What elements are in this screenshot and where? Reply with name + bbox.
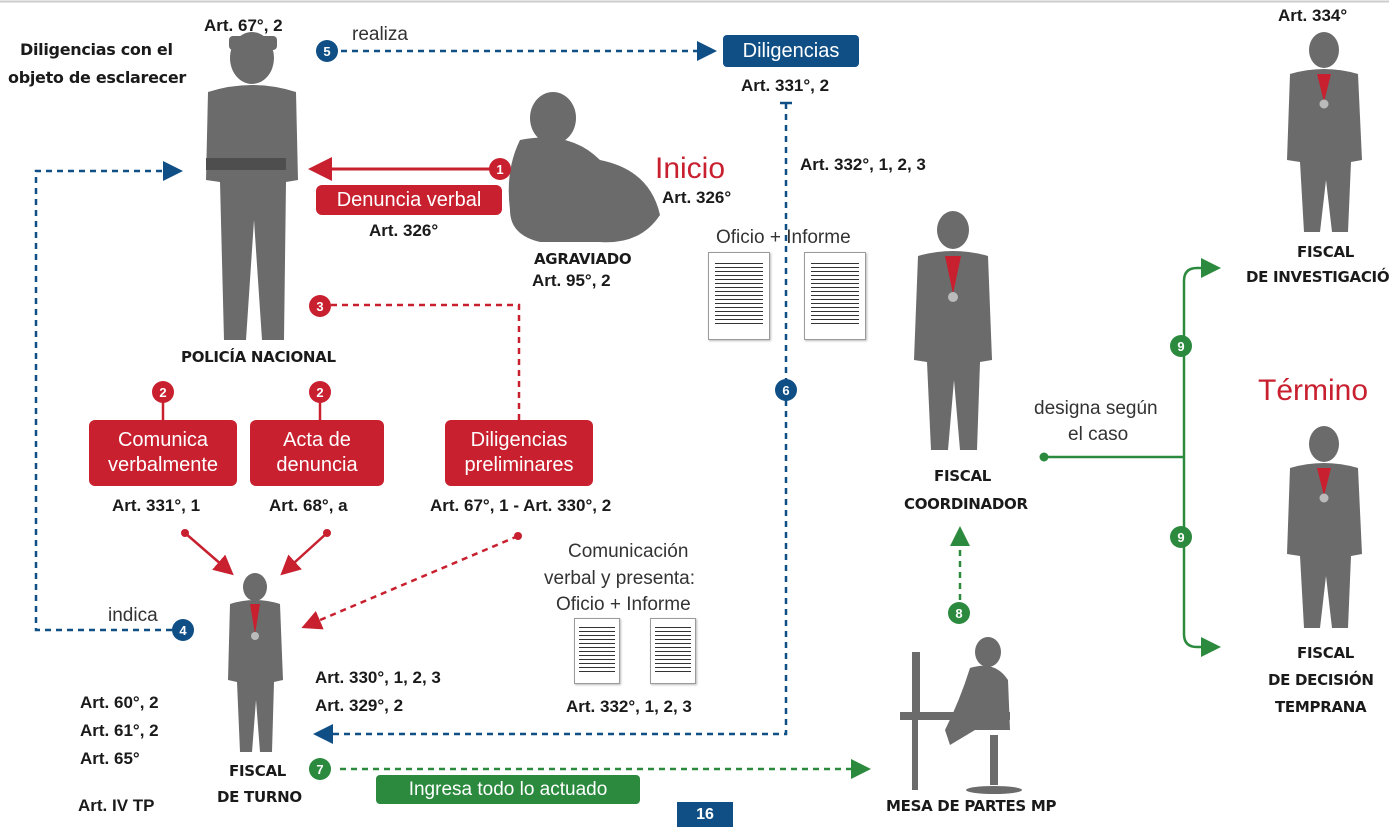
step-3-line-2: preliminares [464, 454, 574, 476]
communication-article: Art. 332°, 1, 2, 3 [566, 697, 692, 716]
step-2a-badge: 2 [152, 381, 174, 403]
step-9-badge-upper: 9 [1170, 335, 1192, 357]
oficio-document-icon [708, 252, 770, 340]
fiscal-turno-label-1: FISCAL [229, 762, 287, 780]
arrow-2a-to-fiscal [184, 532, 234, 576]
police-label: POLICÍA NACIONAL [181, 348, 336, 366]
mesa-partes-label: MESA DE PARTES MP [886, 797, 1057, 815]
oficio-document-icon-2 [574, 618, 620, 684]
fiscal-decision-label-1: FISCAL [1297, 644, 1355, 662]
step-2b-badge: 2 [309, 381, 331, 403]
arrow-3-to-fiscal [301, 534, 519, 630]
step-6-badge: 6 [775, 379, 797, 401]
victim-label: AGRAVIADO [534, 250, 632, 268]
comunica-verbalmente-box: Comunica verbalmente [89, 420, 237, 486]
fiscal-investigacion-label-2: DE INVESTIGACIÓN [1246, 268, 1389, 286]
fiscal-turno-article-r2: Art. 329°, 2 [315, 696, 404, 715]
step-5-badge: 5 [316, 40, 338, 62]
termino-label: Término [1258, 374, 1369, 407]
fiscal-investigacion-figure [1287, 32, 1362, 232]
victim-article: Art. 95°, 2 [532, 271, 611, 290]
fiscal-decision-label-2: DE DECISIÓN [1268, 671, 1374, 689]
step-2a-article: Art. 331°, 1 [112, 496, 201, 515]
step-8-badge: 8 [948, 602, 970, 624]
diligencias-box: Diligencias [723, 35, 859, 67]
fiscal-decision-figure [1287, 426, 1362, 628]
fiscal-turno-label-2: DE TURNO [217, 788, 302, 806]
communication-line-2: verbal y presenta: [544, 568, 696, 589]
step-2a-line-1: Comunica [117, 429, 209, 451]
step-4-badge: 4 [172, 619, 194, 641]
fiscal-coordinador-figure [914, 211, 992, 450]
fiscal-turno-article-tp: Art. IV TP [78, 796, 155, 815]
denuncia-verbal-article: Art. 326° [369, 221, 439, 240]
arrow-3-line [331, 303, 521, 420]
fiscal-turno-article-l1: Art. 60°, 2 [80, 693, 159, 712]
communication-line-1: Comunicación [568, 541, 689, 562]
step-3-line-1: Diligencias [470, 429, 568, 451]
diligencias-preliminares-box: Diligencias preliminares [445, 420, 593, 486]
communication-line-3: Oficio + Informe [556, 594, 691, 615]
step-2b-article: Art. 68°, a [269, 496, 348, 515]
arrow-9-up [1182, 258, 1221, 457]
fiscal-turno-article-l2: Art. 61°, 2 [80, 721, 159, 740]
step-6-docs-label: Oficio + Informe [716, 227, 851, 248]
police-figure [206, 32, 298, 340]
step-3-badge: 3 [309, 295, 331, 317]
denuncia-verbal-box: Denuncia verbal [316, 185, 502, 215]
step-9-label-1: designa según [1034, 398, 1158, 419]
fiscal-investigacion-label-1: FISCAL [1297, 243, 1355, 261]
diligencias-article: Art. 331°, 2 [741, 76, 830, 95]
fiscal-decision-label-3: TEMPRANA [1275, 698, 1367, 716]
note-line-2: objeto de esclarecer [8, 68, 186, 87]
inicio-label: Inicio [655, 152, 726, 185]
step-3-article: Art. 67°, 1 - Art. 330°, 2 [430, 496, 612, 515]
step-9-badge-lower: 9 [1170, 526, 1192, 548]
step-1-badge: 1 [489, 158, 511, 180]
step-2a-line-2: verbalmente [107, 454, 219, 476]
arrow-6 [313, 103, 788, 744]
fiscal-turno-article-l3: Art. 65° [80, 749, 140, 768]
fiscal-investigacion-article: Art. 334° [1278, 6, 1348, 25]
ingresa-actuado-box: Ingresa todo lo actuado [376, 775, 640, 804]
police-article: Art. 67°, 2 [204, 16, 283, 35]
step-4-label: indica [108, 605, 158, 626]
informe-document-icon-2 [650, 618, 696, 684]
acta-denuncia-box: Acta de denuncia [250, 420, 384, 486]
mesa-partes-figure [900, 637, 1022, 794]
informe-document-icon [804, 252, 866, 340]
fiscal-turno-article-r1: Art. 330°, 1, 2, 3 [315, 668, 441, 687]
step-2b-line-1: Acta de [283, 429, 351, 451]
step-7-badge: 7 [309, 758, 331, 780]
page-number: 16 [677, 802, 733, 827]
victim-figure [508, 92, 660, 243]
step-2b-line-2: denuncia [276, 454, 358, 476]
fiscal-coordinador-label-2: COORDINADOR [904, 495, 1028, 513]
arrow-2b-to-fiscal [280, 532, 328, 576]
fiscal-coordinador-label-1: FISCAL [934, 467, 992, 485]
note-line-1: Diligencias con el [20, 40, 173, 59]
step-6-article: Art. 332°, 1, 2, 3 [800, 155, 926, 174]
fiscal-turno-figure [228, 573, 283, 752]
arrow-9-down [1182, 457, 1221, 657]
step-5-label: realiza [352, 24, 408, 45]
step-9-label-2: el caso [1068, 424, 1129, 445]
arrow-4 [34, 161, 183, 632]
inicio-article: Art. 326° [662, 188, 732, 207]
